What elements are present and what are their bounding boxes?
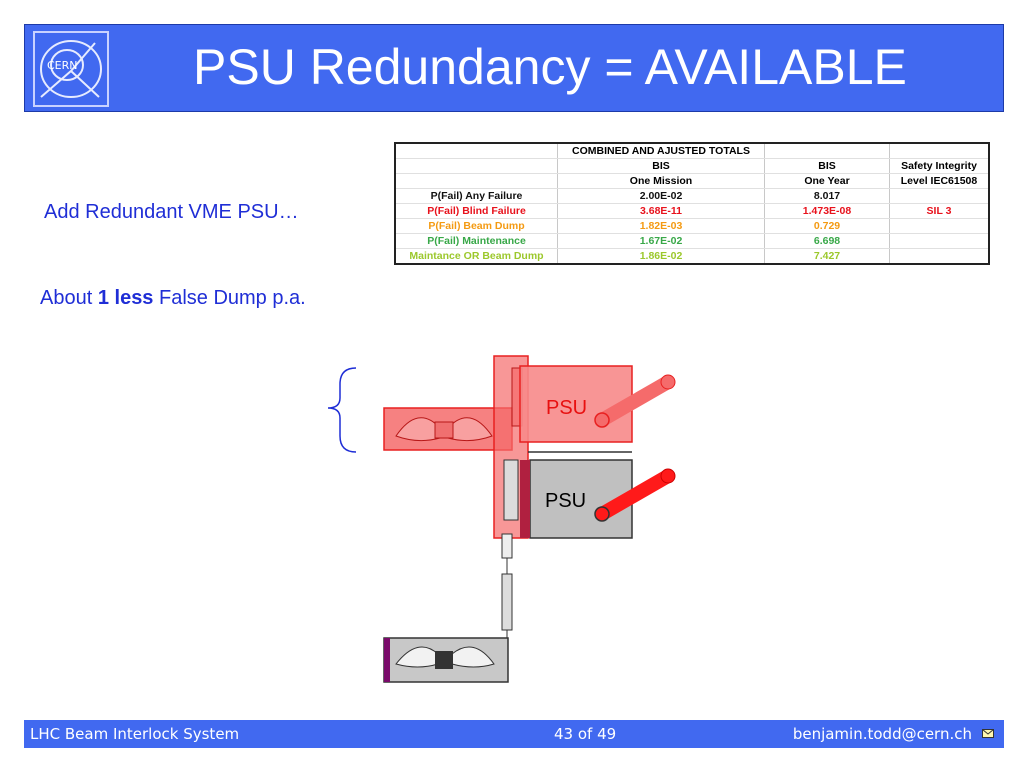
slide-title: PSU Redundancy = AVAILABLE xyxy=(193,39,907,95)
col1-label: BIS xyxy=(557,158,765,174)
row-label: P(Fail) Maintenance xyxy=(394,233,558,249)
row-sil xyxy=(889,188,990,204)
table-row: Maintance OR Beam Dump 1.86E-02 7.427 xyxy=(394,248,990,265)
table-header-empty-3 xyxy=(889,142,990,159)
row-sil xyxy=(889,248,990,265)
psu-handle-end xyxy=(660,468,676,484)
height-brace xyxy=(327,367,357,453)
footer-bar: LHC Beam Interlock System 43 of 49 benja… xyxy=(24,720,1004,748)
table-row: P(Fail) Beam Dump 1.82E-03 0.729 xyxy=(394,218,990,234)
mail-icon[interactable] xyxy=(982,729,994,738)
psu-rail-left xyxy=(503,459,519,521)
redundant-psu-handle-end xyxy=(660,374,676,390)
psu-handle-base xyxy=(594,506,610,522)
table-row: P(Fail) Any Failure 2.00E-02 8.017 xyxy=(394,188,990,204)
table-header-empty xyxy=(394,142,558,159)
redundant-psu-handle xyxy=(595,375,675,427)
psu-label-bottom: PSU xyxy=(545,490,586,512)
reliability-table-wrapper: COMBINED AND AJUSTED TOTALS BIS BIS Safe… xyxy=(394,136,990,271)
row-year: 8.017 xyxy=(764,188,890,204)
about-suffix: False Dump p.a. xyxy=(153,287,306,309)
psu-handle xyxy=(595,469,675,521)
row-mission: 1.86E-02 xyxy=(557,248,765,265)
psu-connector xyxy=(520,460,530,538)
cable-segment-lower xyxy=(501,573,513,631)
psu-diagram: 3U PSU PSU xyxy=(327,355,676,683)
about-text: About 1 less False Dump p.a. xyxy=(40,287,306,310)
title-bar: CERN PSU Redundancy = AVAILABLE xyxy=(24,24,1004,112)
row-year: 7.427 xyxy=(764,248,890,265)
table-header-row: COMBINED AND AJUSTED TOTALS xyxy=(394,142,990,159)
row-mission: 2.00E-02 xyxy=(557,188,765,204)
about-prefix: About xyxy=(40,287,98,309)
col2-label: BIS xyxy=(764,158,890,174)
footer-page-number: 43 of 49 xyxy=(554,725,617,743)
row-year: 6.698 xyxy=(764,233,890,249)
table-row: P(Fail) Blind Failure 3.68E-11 1.473E-08… xyxy=(394,203,990,219)
row-mission: 1.82E-03 xyxy=(557,218,765,234)
row-mission: 3.68E-11 xyxy=(557,203,765,219)
col2-sub: One Year xyxy=(764,173,890,189)
row-label: P(Fail) Beam Dump xyxy=(394,218,558,234)
about-bold: 1 less xyxy=(97,287,154,309)
row-year: 0.729 xyxy=(764,218,890,234)
table-header-empty-2 xyxy=(764,142,890,159)
row-year: 1.473E-08 xyxy=(764,203,890,219)
cable-segment-upper xyxy=(501,533,513,559)
table-spacer-row xyxy=(395,264,989,271)
cern-logo-text: CERN xyxy=(47,59,78,72)
row-mission: 1.67E-02 xyxy=(557,233,765,249)
row-sil xyxy=(889,218,990,234)
table-spacer-row xyxy=(395,136,989,143)
row-label: P(Fail) Blind Failure xyxy=(394,203,558,219)
redundant-fan-hub xyxy=(434,421,454,439)
row-sil xyxy=(889,233,990,249)
reliability-table: COMBINED AND AJUSTED TOTALS BIS BIS Safe… xyxy=(394,136,990,271)
fan-tray-accent xyxy=(384,638,390,682)
cern-logo: CERN xyxy=(33,31,109,107)
table-row: P(Fail) Maintenance 1.67E-02 6.698 xyxy=(394,233,990,249)
redundant-psu-box xyxy=(519,365,633,443)
footer-system-name: LHC Beam Interlock System xyxy=(30,725,240,743)
fan-tray-hub xyxy=(435,651,453,669)
col3-sub: Level IEC61508 xyxy=(889,173,990,189)
redundant-psu-text: Add Redundant VME PSU… xyxy=(44,201,299,223)
row-label: Maintance OR Beam Dump xyxy=(394,248,558,265)
col1-sub: One Mission xyxy=(557,173,765,189)
row-label: P(Fail) Any Failure xyxy=(394,188,558,204)
footer-email[interactable]: benjamin.todd@cern.ch xyxy=(792,725,972,743)
row-sil: SIL 3 xyxy=(889,203,990,219)
col3-label: Safety Integrity xyxy=(889,158,990,174)
redundant-psu-handle-base xyxy=(594,412,610,428)
table-header-main: COMBINED AND AJUSTED TOTALS xyxy=(557,142,765,159)
psu-label-top: PSU xyxy=(546,397,587,419)
table-subheader-row-2: One Mission One Year Level IEC61508 xyxy=(394,173,990,189)
table-subheader-row-1: BIS BIS Safety Integrity xyxy=(394,158,990,174)
